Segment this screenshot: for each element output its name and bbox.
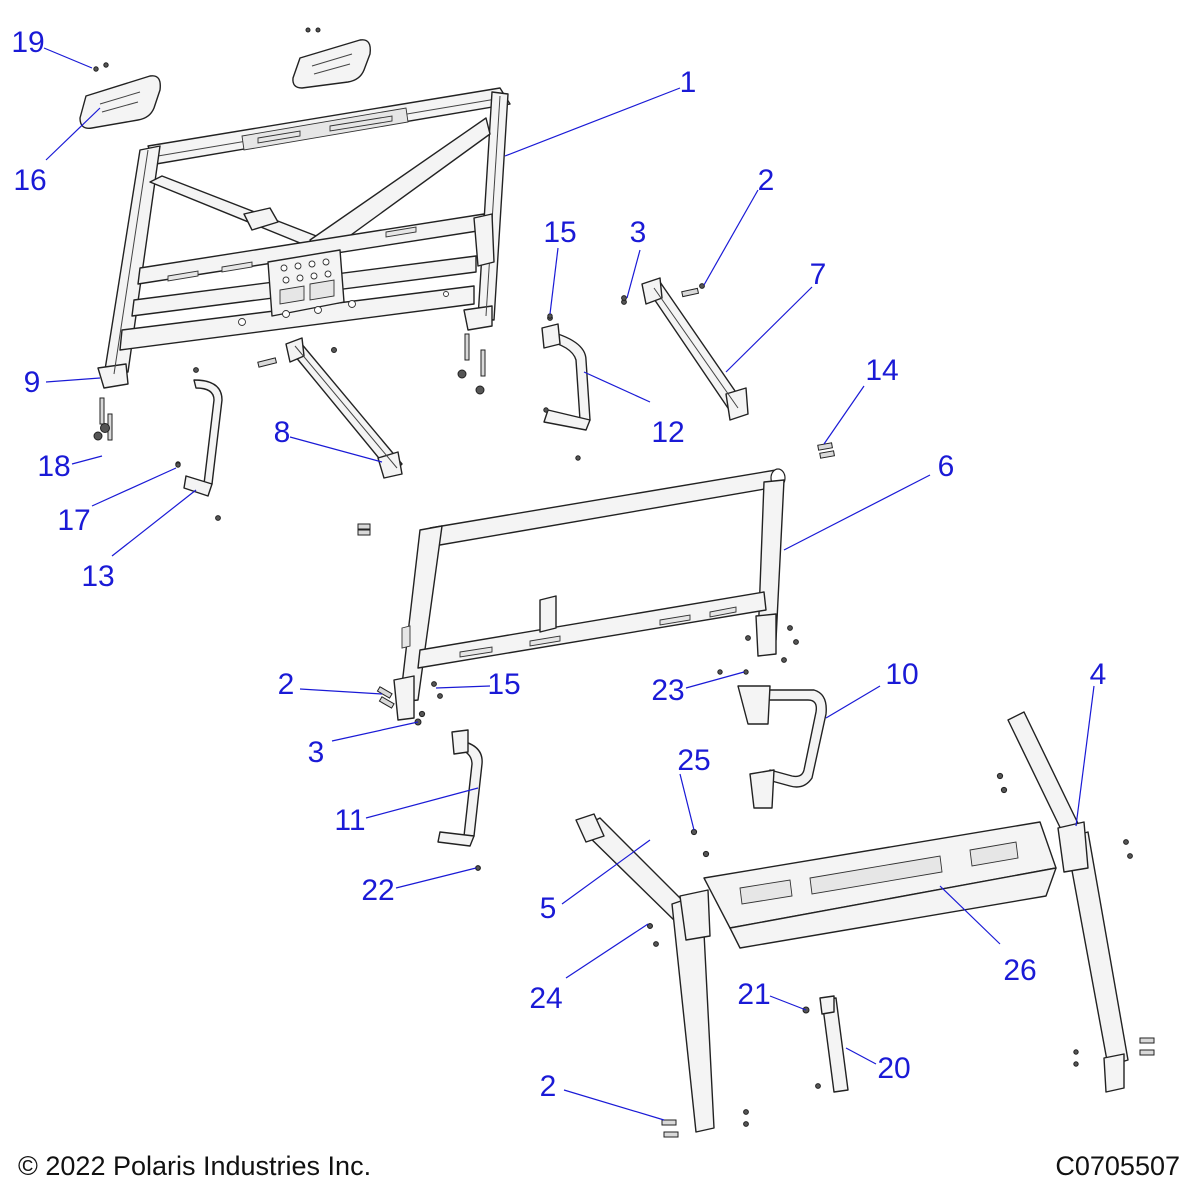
- callout-15-mid: 15: [487, 668, 520, 701]
- misc-fasteners: [175, 295, 810, 1014]
- callout-3-mid: 3: [308, 736, 325, 769]
- lower-left-handle: [437, 729, 483, 871]
- callout-17: 17: [57, 504, 90, 537]
- rear-cab-frame: [97, 87, 511, 389]
- left-rear-post: [575, 813, 749, 1138]
- left-brace-hardware: [257, 347, 371, 536]
- callout-16: 16: [13, 164, 46, 197]
- callout-1: 1: [680, 66, 697, 99]
- badge-left: [79, 75, 161, 129]
- callouts: 1 2 2 2 3 3 4 5 6 7 8 9 10 11 12 13 14 1…: [11, 26, 1106, 1103]
- copyright-notice: © 2022 Polaris Industries Inc.: [18, 1151, 372, 1181]
- bolt-14: [817, 442, 835, 459]
- callout-20: 20: [877, 1052, 910, 1085]
- center-grab-handle: [541, 315, 591, 461]
- right-handle: [737, 685, 827, 809]
- callout-5: 5: [540, 892, 557, 925]
- callout-24: 24: [529, 982, 562, 1015]
- callout-25: 25: [677, 744, 710, 777]
- callout-18: 18: [37, 450, 70, 483]
- callout-13: 13: [81, 560, 114, 593]
- callout-6: 6: [938, 450, 955, 483]
- badge-screws: [93, 27, 321, 72]
- callout-8: 8: [274, 416, 291, 449]
- callout-22: 22: [361, 874, 394, 907]
- callout-10: 10: [885, 658, 918, 691]
- callout-2-mid: 2: [278, 668, 295, 701]
- leader-lines: [43, 47, 1095, 1121]
- callout-4: 4: [1090, 658, 1107, 691]
- callout-19: 19: [11, 26, 44, 59]
- small-bracket: [815, 995, 849, 1093]
- callout-14: 14: [865, 354, 898, 387]
- left-grab-handle: [175, 367, 223, 521]
- left-brace: [285, 337, 403, 479]
- badge-right: [292, 39, 371, 89]
- callout-26: 26: [1003, 954, 1036, 987]
- callout-12: 12: [651, 416, 684, 449]
- callout-2-bottom: 2: [540, 1070, 557, 1103]
- right-brace: [621, 277, 749, 421]
- callout-23: 23: [651, 674, 684, 707]
- lower-frame-hardware: [376, 625, 799, 726]
- callout-9: 9: [24, 366, 41, 399]
- lower-rear-frame: [393, 468, 786, 721]
- frame-bolts: [93, 333, 486, 441]
- callout-3-top: 3: [630, 216, 647, 249]
- callout-7: 7: [810, 258, 827, 291]
- callout-21: 21: [737, 978, 770, 1011]
- callout-11: 11: [334, 804, 365, 837]
- callout-15-top: 15: [543, 216, 576, 249]
- rear-panel: [702, 821, 1057, 949]
- right-rear-post: [996, 711, 1155, 1093]
- drawing-id: C0705507: [1055, 1151, 1180, 1181]
- callout-2-top: 2: [758, 164, 775, 197]
